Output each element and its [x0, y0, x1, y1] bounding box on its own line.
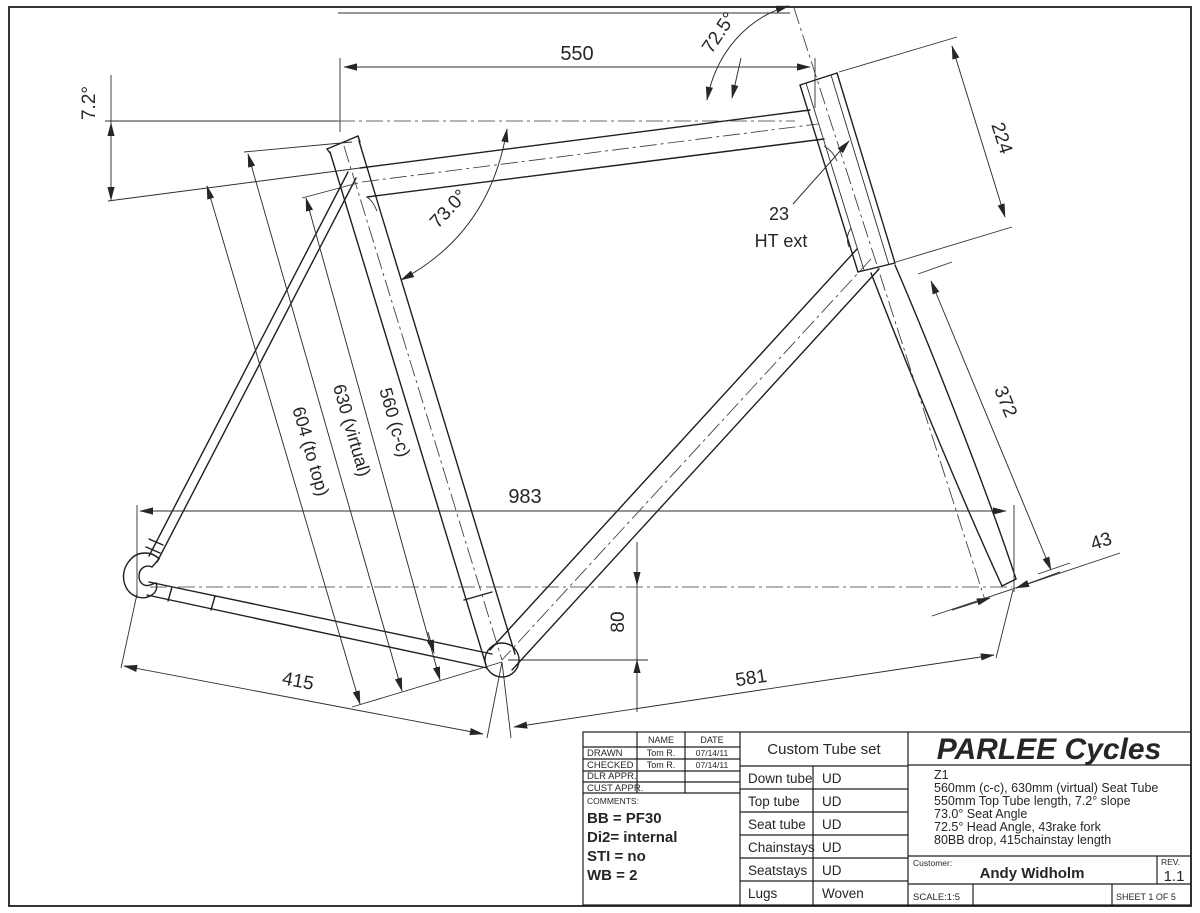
dim-seat-cc: 560 (c-c) [375, 385, 414, 459]
dim-fork-length: 372 [989, 383, 1020, 420]
row-label-drawn: DRAWN [587, 748, 623, 759]
tubeset-value: UD [822, 863, 842, 878]
row-label-checked: CHECKED [587, 760, 634, 771]
centerlines [150, 7, 1012, 661]
spec-line: 560mm (c-c), 630mm (virtual) Seat Tube [934, 781, 1158, 795]
dim-wheelbase: 983 [508, 486, 541, 508]
drawn-name: Tom R. [647, 748, 676, 758]
fork-blade [894, 264, 1017, 580]
spec-line: 550mm Top Tube length, 7.2° slope [934, 794, 1131, 808]
company-name: PARLEE Cycles [937, 733, 1162, 766]
tubeset-value: UD [822, 794, 842, 809]
dim-top-tube: 550 [560, 43, 593, 65]
dim-chainstay: 415 [281, 668, 316, 694]
spec-line: 73.0° Seat Angle [934, 807, 1027, 821]
tubeset-value: Woven [822, 886, 864, 901]
row-label-dlr-appr: DLR APPR. [587, 771, 637, 782]
dim-slope: 7.2° [79, 86, 100, 120]
tubeset-title: Custom Tube set [767, 741, 881, 758]
drawn-date: 07/14/11 [696, 748, 729, 758]
dim-seat-angle: 73.0° [426, 186, 472, 233]
tubeset-value: UD [822, 840, 842, 855]
checked-name: Tom R. [647, 760, 676, 770]
dim-bb-drop: 80 [608, 611, 629, 632]
sheet-value: SHEET 1 OF 5 [1116, 892, 1176, 902]
dim-head-angle: 72.5° [698, 9, 740, 58]
rev-value: 1.1 [1164, 868, 1185, 885]
approvals-table: NAME DATE DRAWN Tom R. 07/14/11 CHECKED … [587, 735, 728, 884]
tubeset-part: Down tube [748, 771, 813, 786]
customer-label: Customer: [913, 858, 952, 868]
tubeset-value: UD [822, 771, 842, 786]
dim-seat-virtual: 630 (virtual) [329, 382, 374, 479]
tubeset-part: Chainstays [748, 840, 815, 855]
comment-wb: WB = 2 [587, 867, 637, 884]
row-label-cust-appr: CUST APPR. [587, 783, 643, 794]
sheet-border [8, 6, 1192, 907]
title-block-right: PARLEE Cycles Z1 560mm (c-c), 630mm (vir… [913, 733, 1184, 903]
spec-line: 80BB drop, 415chainstay length [934, 833, 1111, 847]
dimension-lines [107, 5, 1061, 736]
dim-ht-ext-value: 23 [769, 204, 789, 224]
dim-head-tube: 224 [986, 120, 1016, 157]
comments-label: COMMENTS: [587, 796, 639, 806]
tubeset-table: Custom Tube set Down tube UD Top tube UD… [748, 741, 882, 901]
tubeset-part: Seat tube [748, 817, 806, 832]
dim-ht-ext-label: HT ext [755, 231, 808, 251]
tubeset-part: Seatstays [748, 863, 808, 878]
rev-label: REV. [1161, 857, 1180, 867]
comment-di2: Di2= internal [587, 829, 677, 846]
dim-rake: 43 [1088, 529, 1115, 556]
rear-dropout [122, 552, 160, 599]
tubeset-part: Top tube [748, 794, 800, 809]
tubeset-value: UD [822, 817, 842, 832]
comment-bb: BB = PF30 [587, 810, 662, 827]
checked-date: 07/14/11 [696, 760, 729, 770]
tubeset-part: Lugs [748, 886, 778, 901]
dimension-labels: 550 72.5° 7.2° 73.0° 224 23 HT ext 372 9… [79, 9, 1115, 695]
scale-value: SCALE:1:5 [913, 892, 960, 903]
dim-front-center: 581 [734, 666, 768, 691]
col-header-name: NAME [648, 735, 674, 745]
spec-line: 72.5° Head Angle, 43rake fork [934, 820, 1102, 834]
bike-frame-outline [122, 72, 1017, 678]
model-code: Z1 [934, 768, 949, 782]
customer-name: Andy Widholm [980, 865, 1085, 882]
title-block-grid [582, 731, 1192, 906]
col-header-date: DATE [700, 735, 723, 745]
comment-sti: STI = no [587, 848, 646, 865]
